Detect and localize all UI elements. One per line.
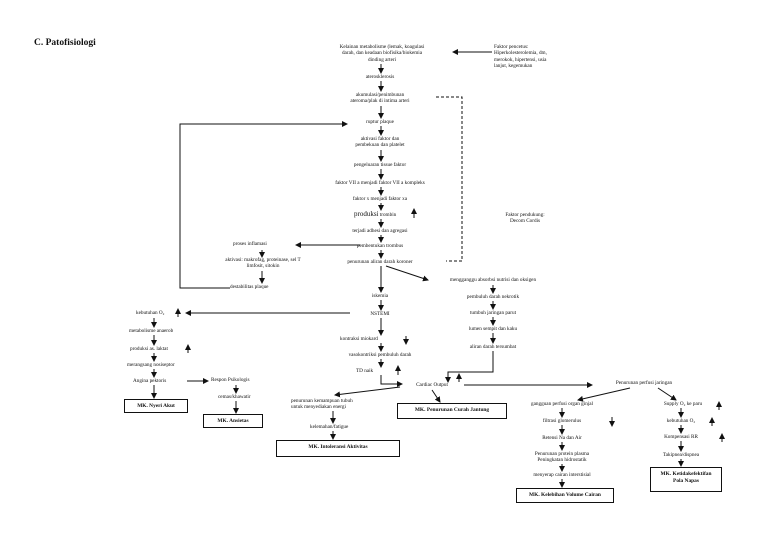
diagnosis-ansietas: MK. Ansietas — [203, 414, 263, 428]
node-angina: Angina pektoris — [133, 378, 167, 384]
faktor-pencetus-2: Hiperkolesterolemia, dm, — [494, 50, 547, 57]
node-filtrasi: filtrasi glomerulus — [542, 418, 582, 424]
diagnosis-pola-napas-2: Pola Napas — [673, 477, 699, 484]
node-penurunan-aliran: penurunan aliran darah koroner — [347, 259, 413, 265]
node-laktat: produksi as. laktat — [130, 346, 168, 352]
faktor-pencetus-1: Faktor pencetus: — [494, 44, 529, 50]
node-aktivasi-1: aktivasi faktor dan — [360, 136, 400, 142]
node-kebutuhan-paru: kebutuhan O₂ — [666, 418, 696, 424]
node-nosiseptor: merangsang nosiseptor — [127, 362, 175, 368]
faktor-pencetus-4: lanjut, kegemukan — [494, 63, 533, 70]
node-produksi: produksi trombin — [354, 210, 397, 219]
node-aktivasi-makrofag-2: limfosit, sitokin — [246, 263, 280, 270]
arrow-destab-ruptur — [179, 121, 348, 289]
node-aktivasi-makrofag: aktivasi: makrofag, proteinase, sel T li… — [208, 257, 318, 270]
arrow-perfusi-ginjal — [577, 387, 631, 402]
arrow-cardiac-curah — [431, 389, 441, 403]
node-proses-inflamasi: proses inflamasi — [233, 241, 267, 247]
dashed-akumulasi — [436, 96, 463, 262]
node-supply-o2: Supply O₂ ke paru — [663, 401, 703, 407]
node-destabilitas: destabilitas plaque — [230, 284, 269, 290]
node-lumen: lumen sempit dan kaku — [468, 326, 518, 332]
node-produksi-label: produksi — [354, 210, 379, 218]
node-perfusi: Penurunan perfusi jaringan — [615, 380, 673, 386]
section-title: C. Patofisiologi — [34, 38, 96, 48]
diagnosis-nyeri-akut: MK. Nyeri Akut — [124, 399, 188, 413]
node-nstemi: NSTEMI — [370, 311, 390, 317]
node-adhesi: terjadi adhesi dan agregasi — [352, 228, 408, 234]
node-kebutuhan-o2: kebutuhan O₂ — [136, 310, 165, 316]
faktor-pencetus: Faktor pencetus: Hiperkolesterolemia, dm… — [494, 44, 547, 70]
node-cardiac-output: Cardiac Output — [416, 382, 448, 388]
node-akumulasi: akumulasi/penimbunan ateroma/plak di int… — [320, 92, 440, 105]
node-aktivasi: aktivasi faktor dan pembekuan dan platel… — [320, 136, 440, 149]
arrow-to-mengganggu — [385, 265, 429, 282]
node-penurunan-kemampuan: penurunan kemampuan tubuh untuk menyedia… — [291, 398, 353, 411]
faktor-pendukung: Faktor pendukung: Decom Cordis — [494, 212, 556, 225]
node-aterosklerosis: aterosklerosis — [365, 74, 395, 80]
diagnosis-pola-napas-1: MK. Ketidakefektifan — [660, 471, 712, 477]
node-aktivasi-2: pembekuan dan platelet — [355, 142, 405, 149]
node-mengganggu: mengganggu absorbsi nutrisi dan oksigen — [449, 277, 537, 283]
node-td: TD naik — [356, 368, 374, 374]
node-kompensasi: Kompensasi RR — [664, 434, 698, 440]
node-akumulasi-1: akumulasi/penimbunan — [355, 92, 405, 98]
node-protein: Penurunan protein plasma Peningkatan hid… — [510, 451, 614, 464]
top-line-2: darah, dan keadaan biofisika/biokemia — [341, 50, 423, 57]
node-nekrotik: pembuluh darah nekrotik — [466, 294, 520, 300]
faktor-pencetus-3: merokok, hipertensi, usia — [494, 56, 547, 63]
node-tersumbat: aliran darah tersumbat — [469, 344, 517, 350]
node-gangguan-ginjal: gangguan perfusi organ ginjal — [531, 401, 593, 407]
node-respon: Respon Psikologis — [211, 377, 250, 383]
node-takipnea: Takipnea/dispnea — [662, 452, 700, 458]
arrow-perfusi-paru — [657, 387, 677, 401]
node-penurunan-kemampuan-2: untuk menyediakan energi — [291, 404, 346, 411]
node-penurunan-kemampuan-1: penurunan kemampuan tubuh — [291, 398, 353, 404]
node-aktivasi-makrofag-1: aktivasi: makrofag, proteinase, sel T — [225, 257, 301, 263]
diagnosis-pola-napas: MK. Ketidakefektifan Pola Napas — [650, 467, 722, 492]
top-line-1: Kelainan metabolisme (lemak, koagulasi — [339, 44, 425, 50]
node-ruptur: ruptur plaque — [366, 119, 394, 125]
node-cemas: cemas/khawatir — [218, 394, 251, 400]
node-trombin-label: trombin — [379, 212, 397, 218]
faktor-pendukung-2: Decom Cordis — [509, 218, 541, 225]
node-faktor-vii: faktor VII a menjadi faktor VII a komple… — [335, 180, 425, 186]
node-pengeluaran: pengeluaran tissue faktor — [353, 162, 407, 168]
diagnosis-volume-cairan: MK. Kelebihan Volume Cairan — [516, 488, 614, 503]
node-protein-1: Penurunan protein plasma — [534, 451, 590, 457]
node-retensi: Retensi Na dan Air — [542, 435, 582, 441]
diagnosis-curah-jantung: MK. Penurunan Curah Jantung — [397, 403, 507, 419]
node-kelemahan: kelemahan/fatigue — [310, 424, 349, 430]
arrow-td-cardiac — [380, 375, 403, 387]
node-anaerob: metabolisme anaerob — [129, 328, 174, 334]
top-block: Kelainan metabolisme (lemak, koagulasi d… — [318, 44, 446, 63]
top-line-3: dinding arteri — [367, 56, 397, 63]
diagnosis-intoleransi: MK. Intoleransi Aktivitas — [276, 440, 400, 457]
node-iskemia: iskemia — [371, 293, 389, 299]
node-vasokontriksi: vasokontriksi pembuluh darah — [348, 352, 412, 358]
node-interstisial: menyerap cairan interstisial — [533, 472, 591, 478]
node-akumulasi-2: ateroma/plak di intima arteri — [350, 98, 410, 105]
node-faktor-x: faktor x menjadi faktor xa — [352, 196, 408, 202]
arrow-tersumbat-cardiac — [445, 351, 494, 383]
arrow-cardiac-kemampuan — [334, 386, 401, 398]
node-parut: tumbuh jaringan parut — [469, 310, 517, 316]
node-protein-2: Peningkatan hidrostatik — [537, 457, 587, 464]
node-kontraksi: kontraksi miokard — [340, 336, 378, 342]
node-pembentukan: pembentukan trombus — [356, 243, 404, 249]
faktor-pendukung-1: Faktor pendukung: — [505, 212, 545, 218]
